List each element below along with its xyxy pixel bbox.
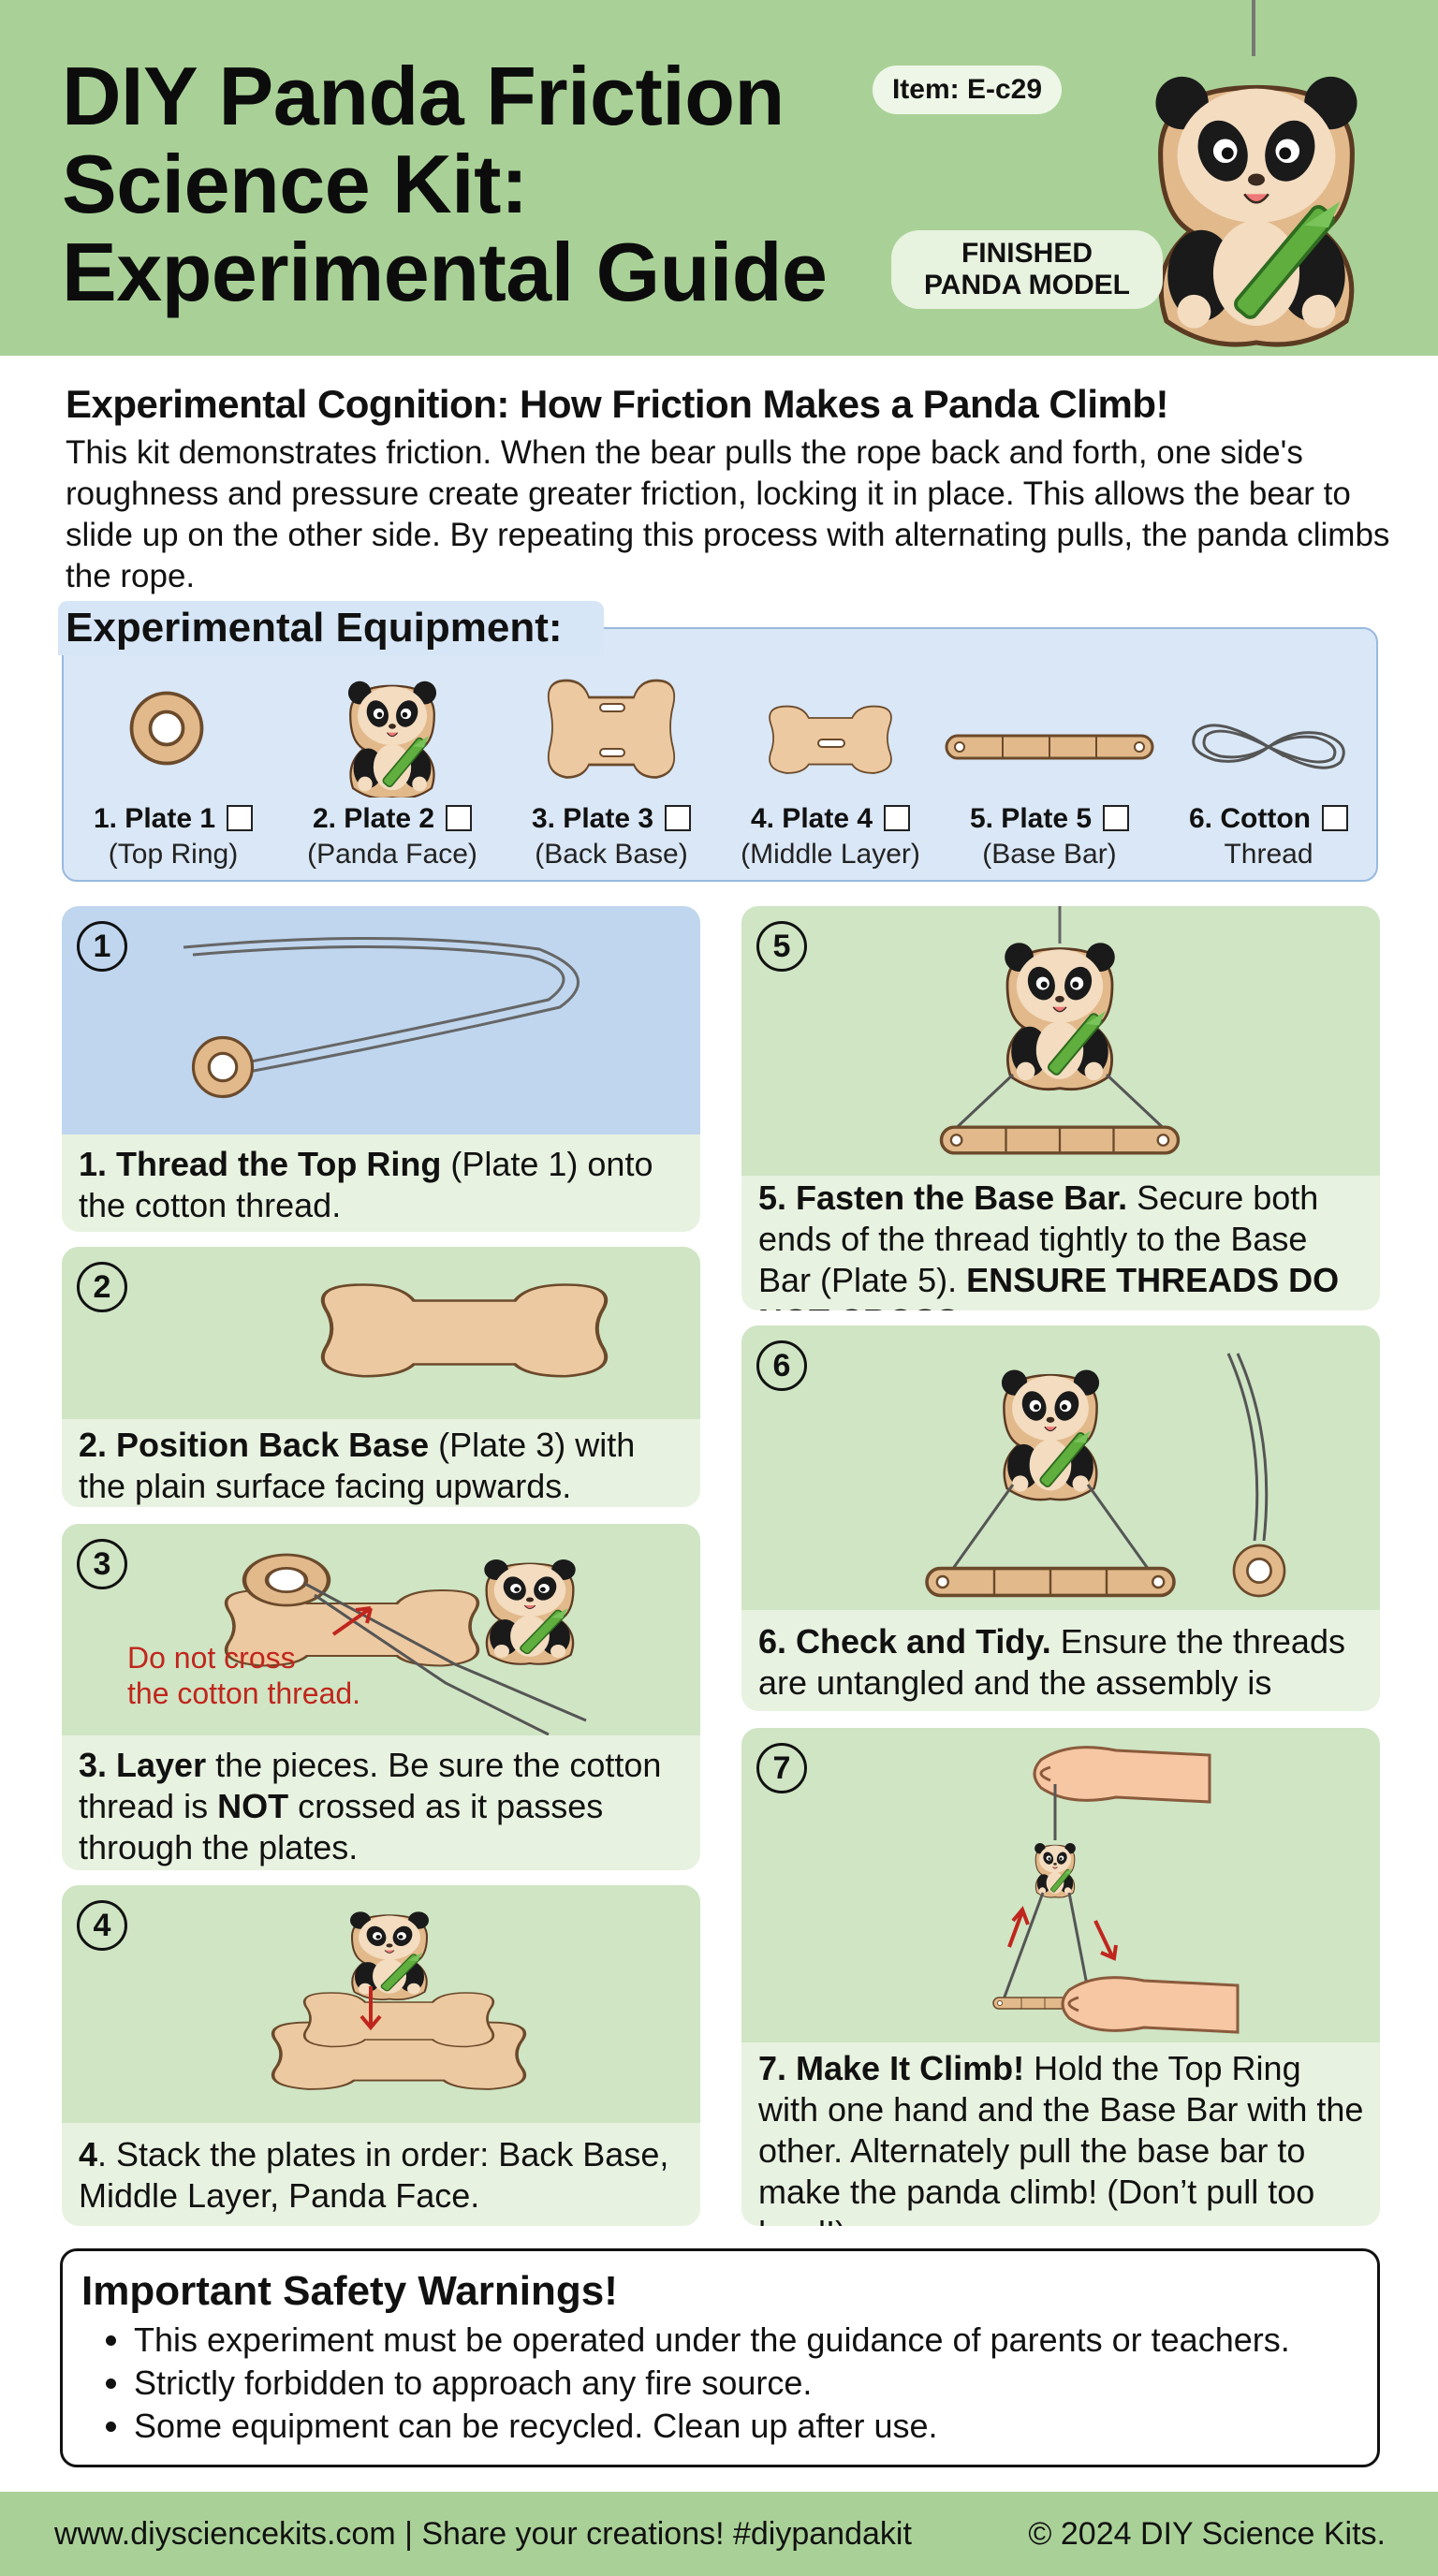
checkbox-plate-4[interactable] [884,805,911,831]
finished-panda-model-image [1116,28,1397,351]
step-card-2: 2 2. Position Back Base (Plate 3) with t… [62,1247,700,1507]
equipment-item: 1. Plate 1 (Top Ring) [64,629,283,884]
step-3-illustration [62,1524,700,1735]
equipment-label: 4. Plate 4 [750,803,873,834]
hanging-string [1252,0,1255,56]
header-banner: DIY Panda Friction Science Kit: Experime… [0,0,1438,356]
step-6-illustration [741,1325,1380,1610]
footer: www.diysciencekits.com | Share your crea… [0,2492,1438,2576]
title-line: DIY Panda Friction [62,50,785,142]
step-1-text: 1. Thread the Top Ring (Plate 1) onto th… [79,1145,653,1224]
equipment-label: 2. Plate 2 [312,803,435,834]
equipment-heading: Experimental Equipment: [58,601,604,655]
step-7-illustration [741,1728,1380,2042]
top-ring-icon [129,691,204,766]
checkbox-cotton-thread[interactable] [1321,805,1348,831]
page-title: DIY Panda Friction Science Kit: Experime… [62,52,886,316]
safety-list: This experiment must be operated under t… [106,2319,1290,2448]
step-2-illustration [62,1247,700,1419]
panda-face-icon [346,680,438,798]
intro-body: This kit demonstrates friction. When the… [66,434,1390,594]
step-number-7: 7 [756,1743,807,1793]
equipment-sublabel: (Panda Face) [307,839,477,870]
step-number-4: 4 [77,1900,127,1951]
equipment-item: 4. Plate 4 (Middle Layer) [721,629,940,884]
equipment-sublabel: (Back Base) [535,839,688,870]
step-3-text: 3. Layer the pieces. Be sure the cotton … [79,1746,662,1866]
equipment-item: 5. Plate 5 (Base Bar) [940,629,1159,884]
step-6-text: 6. Check and Tidy. Ensure the threads ar… [758,1622,1345,1711]
equipment-label: 5. Plate 5 [969,803,1093,834]
checkbox-plate-2[interactable] [446,805,473,831]
footer-website-text: www.diysciencekits.com | Share your crea… [54,2516,912,2552]
finished-label-line: FINISHED [961,238,1093,269]
checkbox-plate-1[interactable] [227,805,254,831]
equipment-item: 6. Cotton Thread [1159,629,1378,884]
step-number-6: 6 [756,1340,807,1391]
safety-warnings-box: Important Safety Warnings! This experime… [60,2248,1380,2467]
title-line: Experimental Guide [62,226,828,318]
middle-layer-icon [769,705,892,774]
step-card-1: 1 1. Thread the Top Ring (Plate 1) onto … [62,906,700,1232]
step-number-5: 5 [756,921,807,972]
equipment-label: 3. Plate 3 [531,803,654,834]
back-base-icon [547,679,676,779]
step-5-illustration [741,906,1380,1176]
equipment-label: 6. Cotton [1189,803,1311,834]
base-bar-icon [945,734,1154,760]
step-card-7: 7 7. Make It Climb! Hold the Top Ring wi… [741,1728,1380,2226]
step-4-text: 4. Stack the plates in order: Back Base,… [79,2135,669,2215]
footer-copyright: © 2024 DIY Science Kits. [1028,2516,1386,2552]
safety-heading: Important Safety Warnings! [81,2268,618,2314]
step-3-callout: Do not cross the cotton thread. [127,1641,361,1710]
equipment-label: 1. Plate 1 [93,803,216,834]
step-number-3: 3 [77,1539,127,1589]
finished-model-label: FINISHED PANDA MODEL [891,230,1163,309]
safety-item: Some equipment can be recycled. Clean up… [106,2405,1290,2448]
equipment-sublabel: (Top Ring) [108,839,239,870]
step-card-5: 5 5. Fasten the Base Bar. Secure both en… [741,906,1380,1310]
checkbox-plate-3[interactable] [665,805,692,831]
step-5-text: 5. Fasten the Base Bar. Secure both ends… [758,1178,1340,1310]
step-card-4: 4 4. Stack the plates in order: Back Bas… [62,1885,700,2226]
safety-item: This experiment must be operated under t… [106,2319,1290,2362]
equipment-panel: 1. Plate 1 (Top Ring) 2. Plate 2 (Panda … [62,627,1378,882]
equipment-item: 3. Plate 3 (Back Base) [502,629,721,884]
safety-item: Strictly forbidden to approach any fire … [106,2362,1290,2405]
finished-label-line: PANDA MODEL [924,270,1130,300]
step-number-2: 2 [77,1262,127,1312]
equipment-sublabel: (Base Bar) [982,839,1117,870]
intro-heading: Experimental Cognition: How Friction Mak… [66,382,1169,426]
cotton-thread-icon [1192,724,1345,769]
step-2-text: 2. Position Back Base (Plate 3) with the… [79,1426,636,1505]
checkbox-plate-5[interactable] [1103,805,1130,831]
step-number-1: 1 [77,921,127,972]
title-line: Science Kit: [62,138,528,230]
equipment-sublabel: Thread [1224,839,1313,870]
equipment-sublabel: (Middle Layer) [741,839,920,870]
step-card-6: 6 6. Check and Tidy. Ensure the threads … [741,1325,1380,1711]
step-7-text: 7. Make It Climb! Hold the Top Ring with… [758,2049,1364,2226]
item-badge: Item: E-c29 [873,66,1062,114]
step-card-3: Do not cross the cotton thread. 3 3. Lay… [62,1524,700,1870]
equipment-item: 2. Plate 2 (Panda Face) [283,629,502,884]
step-1-illustration [62,906,700,1134]
step-4-illustration [62,1885,700,2123]
